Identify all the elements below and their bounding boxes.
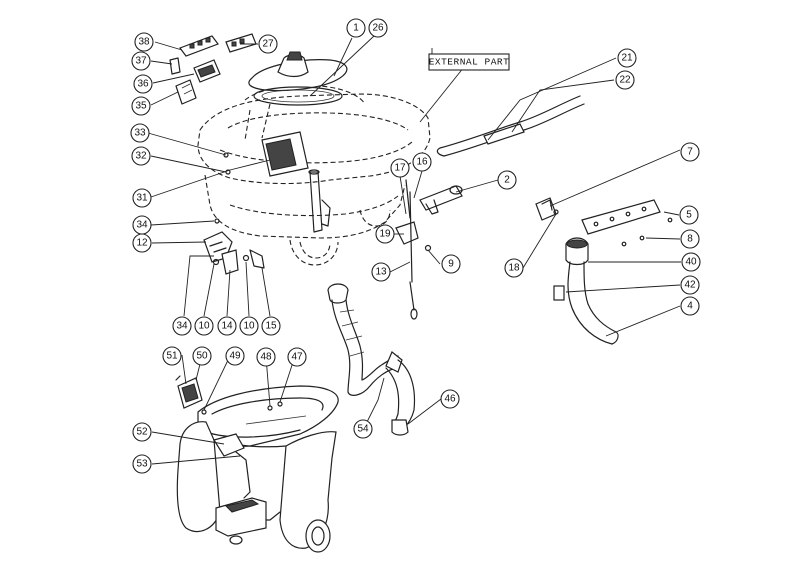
callout-1: 1	[346, 18, 366, 38]
callout-8: 8	[680, 229, 700, 249]
valve-rod-parts	[395, 179, 463, 320]
callout-5-label: 5	[686, 210, 692, 221]
callout-51-label: 51	[166, 351, 178, 362]
callout-17-label: 17	[394, 163, 406, 174]
callout-49-label: 49	[229, 351, 241, 362]
callout-8-label: 8	[687, 234, 693, 245]
callout-46-label: 46	[444, 394, 456, 405]
callout-34-lower: 34	[172, 316, 192, 336]
callout-12-label: 12	[136, 238, 148, 249]
callout-21: 21	[617, 48, 637, 68]
callout-10-right: 10	[239, 316, 259, 336]
vacuum-hose	[327, 283, 416, 436]
callout-group: 1 26 38 27 37 36 35 33 32 31 34 12 34 10…	[130, 18, 701, 474]
callout-34-upper-label: 34	[136, 220, 148, 231]
callout-4: 4	[680, 296, 700, 316]
callout-38-label: 38	[138, 37, 150, 48]
callout-27: 27	[258, 34, 278, 54]
callout-12: 12	[132, 233, 152, 253]
callout-31-label: 31	[136, 193, 148, 204]
callout-15: 15	[261, 316, 281, 336]
callout-27-label: 27	[262, 39, 274, 50]
callout-37-label: 37	[135, 56, 147, 67]
callout-34-upper: 34	[132, 215, 152, 235]
callout-54: 54	[353, 419, 373, 439]
callout-42-label: 42	[684, 280, 696, 291]
callout-4-label: 4	[687, 301, 693, 312]
callout-16-label: 16	[416, 157, 428, 168]
callout-22-label: 22	[619, 75, 631, 86]
callout-33-label: 33	[134, 128, 146, 139]
callout-10-left: 10	[194, 316, 214, 336]
callout-33: 33	[130, 123, 150, 143]
callout-26-label: 26	[372, 23, 384, 34]
callout-13-label: 13	[375, 267, 387, 278]
callout-1-label: 1	[353, 23, 359, 34]
callout-10-left-label: 10	[198, 321, 210, 332]
callout-14-label: 14	[221, 321, 233, 332]
callout-35: 35	[131, 96, 151, 116]
callout-40: 40	[681, 252, 701, 272]
control-panel-parts	[169, 33, 257, 105]
callout-26: 26	[368, 18, 388, 38]
top-cover-parts	[248, 51, 348, 106]
callout-13: 13	[371, 262, 391, 282]
callout-9-label: 9	[448, 259, 454, 270]
callout-47: 47	[287, 347, 307, 367]
leader-lines	[147, 35, 681, 465]
callout-46: 46	[440, 389, 460, 409]
callout-21-label: 21	[621, 53, 633, 64]
callout-35-label: 35	[135, 101, 147, 112]
callout-53-label: 53	[136, 459, 148, 470]
callout-34-lower-label: 34	[176, 321, 188, 332]
callout-48-label: 48	[260, 352, 272, 363]
callout-16: 16	[412, 152, 432, 172]
callout-54-label: 54	[357, 424, 369, 435]
callout-52-label: 52	[136, 427, 148, 438]
callout-36-label: 36	[137, 79, 149, 90]
callout-38: 38	[134, 32, 154, 52]
callout-17: 17	[390, 158, 410, 178]
callout-52: 52	[132, 422, 152, 442]
callout-7-label: 7	[687, 147, 693, 158]
callout-31: 31	[132, 188, 152, 208]
callout-10-right-label: 10	[243, 321, 255, 332]
callout-51: 51	[162, 346, 182, 366]
callout-18-label: 18	[508, 263, 520, 274]
callout-15-label: 15	[265, 321, 277, 332]
callout-32-label: 32	[135, 151, 147, 162]
callout-18: 18	[504, 258, 524, 278]
callout-5: 5	[679, 205, 699, 225]
upper-body-assembly	[197, 85, 431, 266]
external-hose-part	[436, 95, 585, 157]
callout-14: 14	[217, 316, 237, 336]
callout-19-label: 19	[379, 229, 391, 240]
bracket-hose-assembly	[535, 197, 673, 345]
callout-2-label: 2	[504, 175, 510, 186]
callout-7: 7	[680, 142, 700, 162]
callout-19: 19	[375, 224, 395, 244]
callout-50-label: 50	[196, 351, 208, 362]
callout-49: 49	[225, 346, 245, 366]
callout-9: 9	[441, 254, 461, 274]
callout-37: 37	[131, 51, 151, 71]
callout-22: 22	[615, 70, 635, 90]
external-part-text: EXTERNAL PART	[429, 57, 510, 68]
callout-47-label: 47	[291, 352, 303, 363]
callout-53: 53	[132, 454, 152, 474]
callout-42: 42	[680, 275, 700, 295]
callout-48: 48	[256, 347, 276, 367]
callout-2: 2	[497, 170, 517, 190]
callout-36: 36	[133, 74, 153, 94]
callout-32: 32	[131, 146, 151, 166]
latch-bracket-parts	[203, 152, 265, 275]
recovery-tank-base	[175, 375, 339, 553]
external-part-label: EXTERNAL PART	[428, 53, 510, 71]
callout-40-label: 40	[685, 257, 697, 268]
callout-50: 50	[192, 346, 212, 366]
